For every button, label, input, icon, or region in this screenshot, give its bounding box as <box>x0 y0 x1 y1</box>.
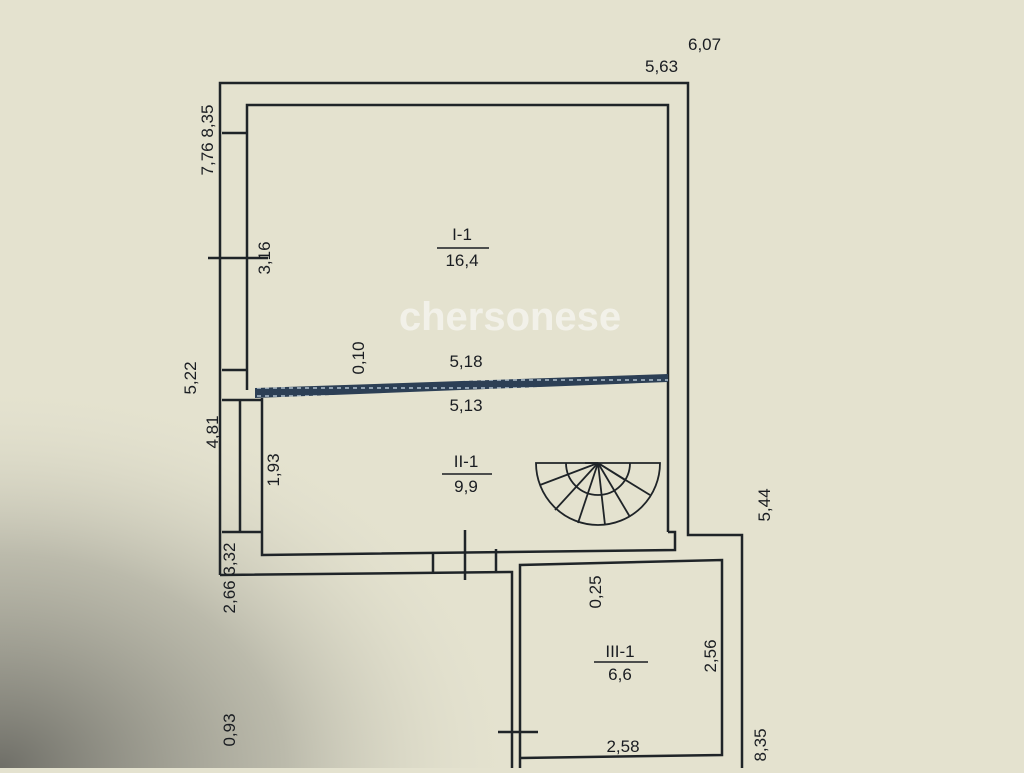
partition-wall <box>255 374 668 398</box>
watermark: chersonese <box>399 295 621 339</box>
room-II-1-id: II-1 <box>454 452 479 471</box>
dim-partition-thickness: 0,10 <box>349 341 368 374</box>
dim-room3-gap: 0,25 <box>586 575 605 608</box>
dim-left-top: 7,76 8,35 <box>198 105 217 176</box>
room-III-1-id: III-1 <box>605 642 634 661</box>
outer-wall-bottom <box>219 570 514 768</box>
dim-partition-bottom: 5,13 <box>449 396 482 415</box>
room-I-1-id: I-1 <box>452 225 472 244</box>
dim-left-bottom: 0,93 <box>220 713 239 746</box>
room-II-1-area: 9,9 <box>454 477 478 496</box>
dim-left-mid-inner: 4,81 <box>203 415 222 448</box>
dim-left-low: 2,66 3,32 <box>220 543 239 614</box>
room-I-1-area: 16,4 <box>445 251 478 270</box>
dim-partition-top: 5,18 <box>449 352 482 371</box>
dim-right-mid: 5,44 <box>755 488 774 521</box>
dim-top-right-inner: 5,63 <box>645 57 678 76</box>
room-III-1-area: 6,6 <box>608 665 632 684</box>
room3-inner-wall <box>518 558 724 768</box>
dim-room2-height: 1,93 <box>264 453 283 486</box>
outer-wall <box>218 81 744 768</box>
dim-room3-height: 2,56 <box>701 639 720 672</box>
inner-wall-room1 <box>245 103 670 532</box>
dim-room3-width: 2,58 <box>606 737 639 756</box>
dim-room1-height: 3,16 <box>255 241 274 274</box>
dim-left-mid-outer: 5,22 <box>181 361 200 394</box>
inner-wall-room2 <box>260 398 677 557</box>
dim-right-bottom: 8,35 <box>751 728 770 761</box>
dim-top-right-outer: 6,07 <box>688 35 721 54</box>
spiral-stair-icon <box>535 462 661 526</box>
